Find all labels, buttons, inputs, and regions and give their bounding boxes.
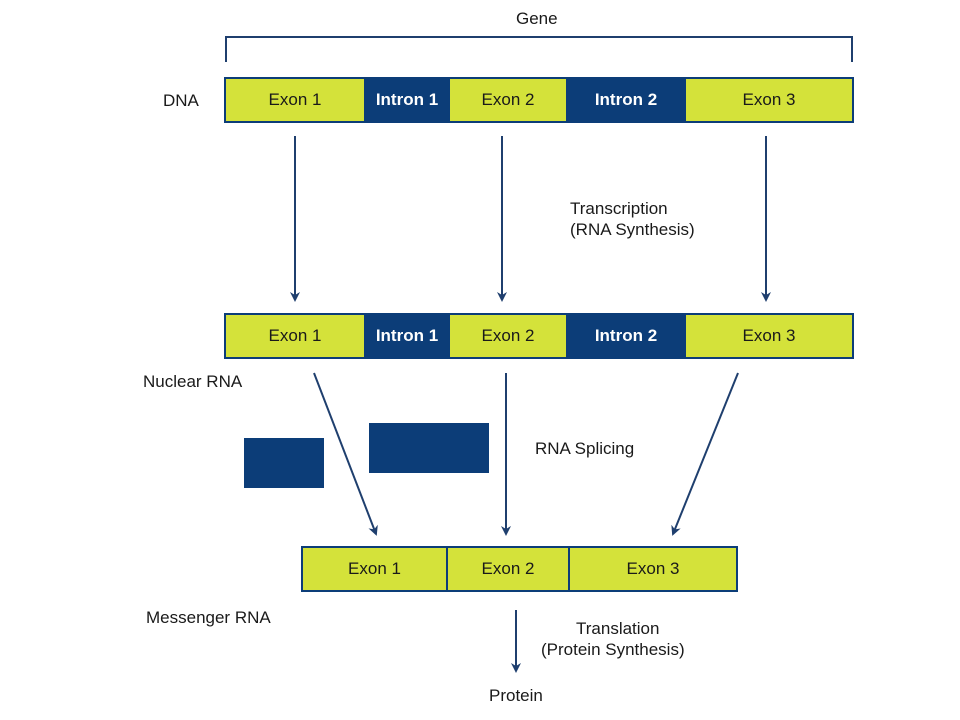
removed-intron-1 xyxy=(244,438,324,488)
dna-strand: Exon 1 Intron 1 Exon 2 Intron 2 Exon 3 xyxy=(224,77,854,123)
translation-caption: Translation (Protein Synthesis) xyxy=(541,618,685,661)
gene-bracket xyxy=(225,36,853,62)
mrna-exon-2: Exon 2 xyxy=(446,548,568,590)
removed-intron-2 xyxy=(369,423,489,473)
nuclear-rna-label: Nuclear RNA xyxy=(143,372,243,391)
dna-intron-2: Intron 2 xyxy=(566,79,686,121)
messenger-rna-label: Messenger RNA xyxy=(146,608,271,627)
splicing-arrow-exon-3 xyxy=(671,372,739,536)
nuclear-rna-intron-2: Intron 2 xyxy=(566,315,686,357)
messenger-rna-strand: Exon 1 Exon 2 Exon 3 xyxy=(301,546,738,592)
nuclear-rna-exon-2: Exon 2 xyxy=(450,315,566,357)
splicing-arrow-exon-1 xyxy=(313,372,378,536)
dna-exon-2: Exon 2 xyxy=(450,79,566,121)
protein-label: Protein xyxy=(489,686,543,705)
nuclear-rna-exon-1: Exon 1 xyxy=(226,315,364,357)
transcription-caption: Transcription (RNA Synthesis) xyxy=(570,198,695,241)
nuclear-rna-strand: Exon 1 Intron 1 Exon 2 Intron 2 Exon 3 xyxy=(224,313,854,359)
mrna-exon-3: Exon 3 xyxy=(568,548,736,590)
dna-intron-1: Intron 1 xyxy=(364,79,450,121)
dna-label: DNA xyxy=(163,91,199,110)
translation-title: Translation xyxy=(576,619,660,638)
dna-exon-1: Exon 1 xyxy=(226,79,364,121)
nuclear-rna-exon-3: Exon 3 xyxy=(686,315,852,357)
transcription-subtitle: (RNA Synthesis) xyxy=(570,220,695,240)
mrna-exon-1: Exon 1 xyxy=(303,548,446,590)
nuclear-rna-intron-1: Intron 1 xyxy=(364,315,450,357)
dna-exon-3: Exon 3 xyxy=(686,79,852,121)
splicing-caption: RNA Splicing xyxy=(535,439,635,458)
transcription-title: Transcription xyxy=(570,199,668,218)
translation-subtitle: (Protein Synthesis) xyxy=(541,640,685,660)
gene-label: Gene xyxy=(516,9,558,28)
